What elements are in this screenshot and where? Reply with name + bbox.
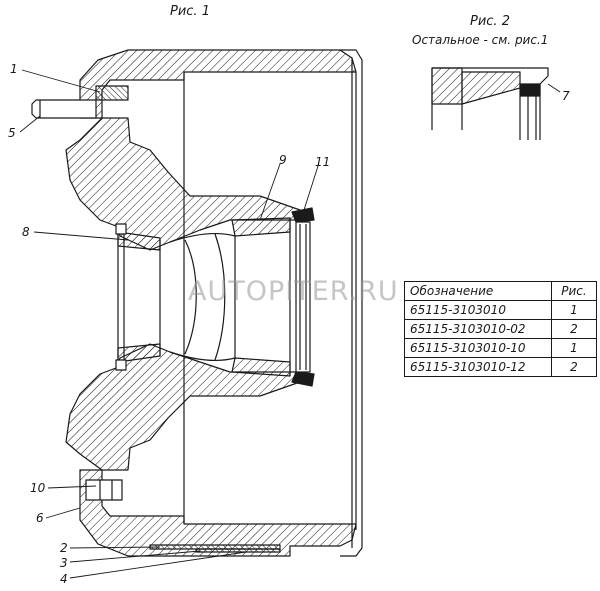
drum-right-rim (340, 49, 363, 557)
row-designation: 65115-3103010-10 (404, 338, 552, 358)
hub-casting-section (65, 117, 301, 251)
outer-bearing-cup-upper (231, 217, 291, 237)
callout-5: 5 (8, 126, 16, 140)
callout-11: 11 (315, 155, 331, 169)
hub-seal-upper (291, 207, 315, 223)
table-row: 65115-3103010-10 1 (404, 338, 597, 358)
fig2-note: Остальное - см. рис.1 (412, 33, 549, 47)
watermark-text: AUTOPITER.RU (188, 276, 399, 307)
fig1-title: Рис. 1 (170, 4, 210, 19)
row-designation: 65115-3103010-02 (404, 319, 552, 339)
callout-6: 6 (36, 511, 44, 525)
stud-nut (95, 85, 129, 101)
callout-7: 7 (562, 89, 570, 103)
row-picture: 2 (551, 319, 597, 339)
wheel-stud (31, 99, 97, 119)
header-designation: Обозначение (404, 281, 552, 301)
hub-seal-lower (291, 371, 315, 387)
row-picture: 1 (551, 300, 597, 320)
callout-9: 9 (279, 153, 287, 167)
callout-8: 8 (22, 225, 30, 239)
callout-2: 2 (60, 541, 68, 555)
table-row: 65115-3103010 1 (404, 300, 597, 320)
header-picture: Рис. (551, 281, 597, 301)
row-picture: 2 (551, 357, 597, 377)
callout-3: 3 (60, 556, 68, 570)
row-designation: 65115-3103010 (404, 300, 552, 320)
table-row: 65115-3103010-12 2 (404, 357, 597, 377)
callout-1: 1 (10, 62, 18, 76)
callout-10: 10 (30, 481, 46, 495)
row-picture: 1 (551, 338, 597, 358)
designation-table: Обозначение Рис. 65115-3103010 1 65115-3… (404, 281, 597, 377)
fig2-title: Рис. 2 (470, 14, 510, 29)
drum-upper-shell-section (79, 49, 357, 119)
hub-casting-lower-section (65, 343, 301, 471)
callout-4: 4 (60, 572, 68, 586)
table-header-row: Обозначение Рис. (404, 281, 597, 301)
leader-lines (19, 69, 561, 579)
fig2-detail (431, 67, 549, 140)
lower-bolt-head (85, 479, 123, 501)
table-row: 65115-3103010-02 2 (404, 319, 597, 339)
row-designation: 65115-3103010-12 (404, 357, 552, 377)
